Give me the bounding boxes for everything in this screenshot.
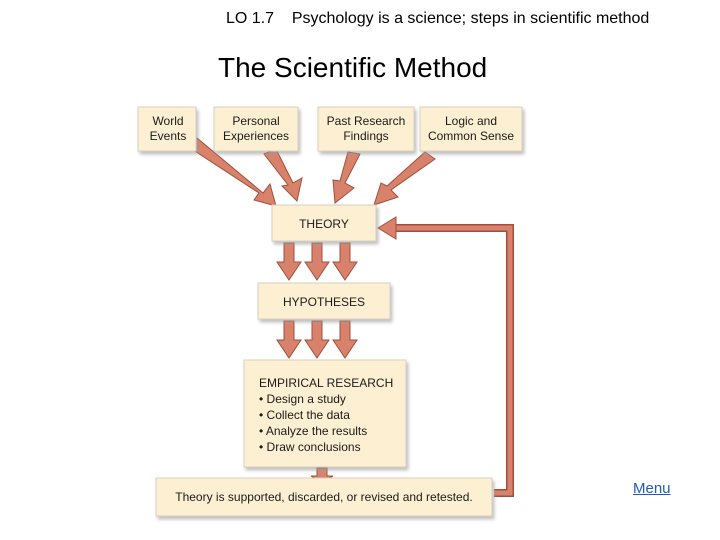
source-personal-line2: Experiences	[223, 129, 289, 143]
arrow-hyp-emp-2	[304, 320, 330, 359]
arrow-theory-hyp-3	[332, 242, 358, 281]
source-world-line1: World	[152, 114, 183, 128]
empirical-research-box	[243, 359, 407, 468]
theory-label: THEORY	[299, 217, 349, 231]
empirical-step: • Draw conclusions	[259, 440, 361, 454]
hypotheses-arrows	[276, 320, 358, 359]
arrow-theory-hyp-2	[304, 242, 330, 281]
arrow-hyp-emp-1	[276, 320, 302, 359]
hypotheses-label: HYPOTHESES	[283, 295, 365, 309]
source-research-line1: Past Research	[327, 114, 406, 128]
lo-heading: LO 1.7 Psychology is a science; steps in…	[226, 10, 650, 27]
arrow-world-to-theory	[186, 137, 277, 207]
outcome-box	[155, 477, 493, 517]
arrow-personal-to-theory	[263, 148, 303, 203]
source-arrows	[186, 137, 436, 207]
source-box-personal-experiences	[213, 106, 299, 152]
source-personal-line1: Personal	[232, 114, 279, 128]
source-world-line2: Events	[150, 129, 187, 143]
slide-title: The Scientific Method	[218, 52, 488, 83]
feedback-loop-arrow	[377, 216, 514, 497]
theory-box	[271, 204, 377, 242]
theory-arrows	[276, 242, 358, 281]
empirical-step: • Collect the data	[259, 408, 350, 422]
arrow-research-to-theory	[332, 151, 361, 204]
arrow-theory-hyp-1	[276, 242, 302, 281]
hypotheses-box	[257, 282, 391, 320]
arrow-hyp-emp-3	[332, 320, 358, 359]
source-logic-line2: Common Sense	[428, 129, 514, 143]
arrow-logic-to-theory	[373, 151, 436, 206]
empirical-heading: EMPIRICAL RESEARCH	[259, 376, 393, 390]
empirical-step: • Design a study	[259, 392, 346, 406]
source-box-past-research	[317, 106, 415, 152]
empirical-step: • Analyze the results	[259, 424, 367, 438]
source-box-logic	[419, 106, 523, 152]
menu-link[interactable]: Menu	[633, 480, 671, 497]
source-box-world-events	[137, 106, 197, 152]
source-research-line2: Findings	[343, 129, 388, 143]
source-logic-line1: Logic and	[445, 114, 497, 128]
outcome-label: Theory is supported, discarded, or revis…	[175, 490, 473, 504]
